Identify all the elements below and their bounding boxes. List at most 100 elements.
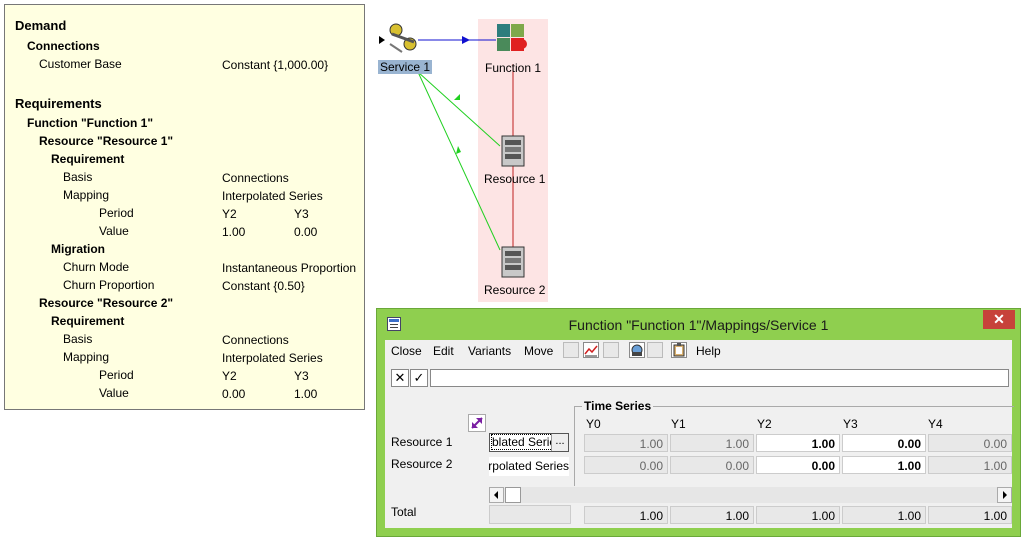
tree-icon[interactable] (647, 342, 663, 358)
customer-base-value: Constant {1,000.00} (222, 58, 329, 72)
info-panel: Demand Connections Customer Base Constan… (4, 4, 365, 410)
period-header-y4: Y4 (928, 417, 943, 431)
churn-mode-value: Instantaneous Proportion (222, 261, 357, 275)
mapping-cell-resource1[interactable]: blated Series ... (489, 433, 569, 452)
clipboard-icon[interactable] (671, 342, 687, 358)
resource1-period-y3: Y3 (294, 207, 309, 221)
cancel-edit-button[interactable]: ✕ (391, 369, 409, 387)
service-resource1-arrow (454, 94, 460, 100)
mapping-cell-resource1-text: blated Series (490, 434, 564, 450)
row-label-resource1: Resource 1 (391, 435, 453, 449)
r2-y4-cell[interactable]: 1.00 (928, 456, 1012, 474)
close-icon[interactable]: ✕ (983, 310, 1015, 329)
period-header-y3: Y3 (843, 417, 858, 431)
total-y0-cell: 1.00 (584, 506, 668, 524)
resource2-heading: Resource "Resource 2" (39, 296, 174, 310)
properties-icon[interactable] (563, 342, 579, 358)
resource1-value-label: Value (99, 224, 129, 238)
resource1-heading: Resource "Resource 1" (39, 134, 174, 148)
r1-y3-cell[interactable]: 0.00 (842, 434, 926, 452)
menu-close[interactable]: Close (391, 344, 422, 358)
row-label-resource2: Resource 2 (391, 457, 453, 471)
globe-icon[interactable] (629, 342, 645, 358)
resource1-basis-label: Basis (63, 170, 93, 184)
time-series-group (574, 406, 1014, 486)
requirements-heading: Requirements (15, 96, 102, 111)
period-header-y2: Y2 (757, 417, 772, 431)
resource2-value-label: Value (99, 386, 129, 400)
r2-y1-cell[interactable]: 0.00 (670, 456, 754, 474)
dialog-title: Function "Function 1"/Mappings/Service 1 (568, 317, 829, 333)
resource1-value-y2: 1.00 (222, 225, 246, 239)
r2-y2-cell[interactable]: 0.00 (756, 456, 840, 474)
connections-heading: Connections (27, 39, 100, 53)
mapping-ellipsis-button[interactable]: ... (551, 434, 568, 451)
period-header-y1: Y1 (671, 417, 686, 431)
formula-input[interactable] (430, 369, 1009, 387)
r2-y0-cell[interactable]: 0.00 (584, 456, 668, 474)
resource2-value-y2: 0.00 (222, 387, 246, 401)
service-function-arrow (462, 36, 470, 44)
menu-edit[interactable]: Edit (433, 344, 454, 358)
r2-y3-cell[interactable]: 1.00 (842, 456, 926, 474)
resource2-period-y3: Y3 (294, 369, 309, 383)
total-mapping-cell (489, 505, 571, 524)
window-icon[interactable] (387, 317, 401, 331)
mappings-dialog: Function "Function 1"/Mappings/Service 1… (376, 308, 1021, 537)
menu-variants[interactable]: Variants (468, 344, 512, 358)
mapping-cell-resource2[interactable]: erpolated Series { (489, 457, 569, 476)
service-icon[interactable] (389, 23, 417, 53)
migration-heading: Migration (51, 242, 105, 256)
accept-edit-button[interactable]: ✓ (410, 369, 428, 387)
total-y1-cell: 1.00 (670, 506, 754, 524)
service-input-arrow (379, 36, 385, 44)
total-y4-cell: 1.00 (928, 506, 1012, 524)
resource2-mapping-label: Mapping (63, 350, 110, 364)
chart-icon[interactable] (583, 342, 599, 358)
resource1-value-y3: 0.00 (294, 225, 318, 239)
churn-proportion-value: Constant {0.50} (222, 279, 305, 293)
resource2-period-label: Period (99, 368, 134, 382)
menu-help[interactable]: Help (696, 344, 721, 358)
resource1-icon[interactable] (501, 135, 525, 167)
resource2-requirement-heading: Requirement (51, 314, 125, 328)
dialog-client-area: Close Edit Variants Move Help ✕ ✓ Resour… (385, 340, 1014, 528)
scroll-right-icon[interactable] (997, 487, 1012, 503)
diagram-canvas: Service 1 Function 1 Resource 1 Resource… (372, 14, 572, 304)
resource2-mapping-value: Interpolated Series (222, 351, 323, 365)
grid-icon[interactable] (603, 342, 619, 358)
scroll-left-icon[interactable] (489, 487, 504, 503)
service-resource1-link (417, 71, 501, 147)
service-resource2-link (417, 71, 501, 251)
r1-y0-cell[interactable]: 1.00 (584, 434, 668, 452)
resource2-label[interactable]: Resource 2 (484, 283, 546, 297)
customer-base-label: Customer Base (39, 57, 122, 71)
resource2-basis-value: Connections (222, 333, 289, 347)
resource1-mapping-label: Mapping (63, 188, 110, 202)
function-label[interactable]: Function 1 (485, 61, 542, 75)
total-y2-cell: 1.00 (756, 506, 840, 524)
function-icon[interactable] (497, 24, 527, 51)
period-header-y0: Y0 (586, 417, 601, 431)
horizontal-scrollbar[interactable] (489, 487, 1012, 503)
total-y3-cell: 1.00 (842, 506, 926, 524)
menu-move[interactable]: Move (524, 344, 554, 358)
service-resource2-arrow (456, 146, 461, 154)
r1-y4-cell[interactable]: 0.00 (928, 434, 1012, 452)
resource1-requirement-heading: Requirement (51, 152, 125, 166)
resource2-icon[interactable] (501, 246, 525, 278)
r1-y1-cell[interactable]: 1.00 (670, 434, 754, 452)
resource2-basis-label: Basis (63, 332, 93, 346)
scroll-thumb[interactable] (505, 487, 521, 503)
churn-proportion-label: Churn Proportion (63, 278, 155, 292)
swap-icon[interactable] (468, 414, 486, 432)
resource2-value-y3: 1.00 (294, 387, 318, 401)
resource1-label[interactable]: Resource 1 (484, 172, 546, 186)
r1-y2-cell[interactable]: 1.00 (756, 434, 840, 452)
diagram-lines (379, 19, 548, 302)
resource1-period-label: Period (99, 206, 134, 220)
resource2-period-y2: Y2 (222, 369, 237, 383)
function-heading: Function "Function 1" (27, 116, 154, 130)
resource1-period-y2: Y2 (222, 207, 237, 221)
service-label[interactable]: Service 1 (378, 60, 433, 74)
